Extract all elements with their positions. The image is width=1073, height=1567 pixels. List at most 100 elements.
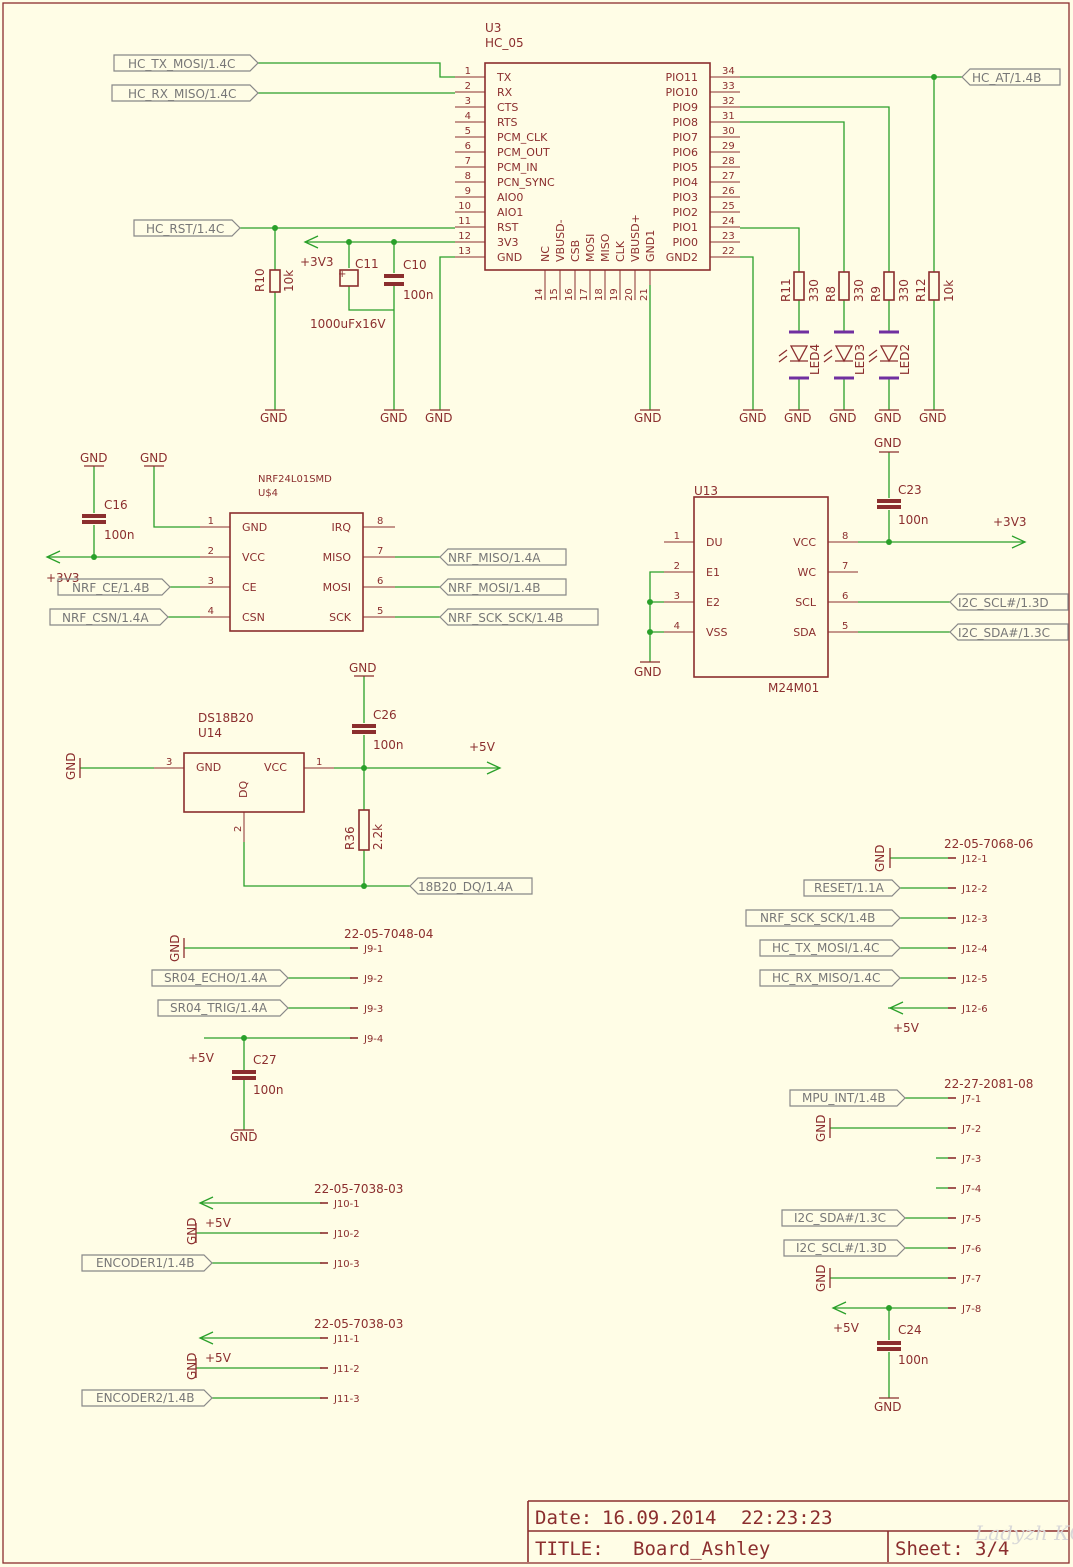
u3-pin-name-26: PIO3 [672, 191, 698, 204]
net-hc-rx-j12: HC_RX_MISO/1.4C [772, 971, 880, 985]
r36-ref: R36 [343, 826, 357, 850]
u3-pin-name-16: CSB [569, 240, 582, 262]
title-value: Board_Ashley [633, 1538, 770, 1560]
c24-value: 100n [898, 1353, 929, 1367]
u4-ref: U$4 [258, 488, 278, 499]
u3-pin-name-15: VBUSD- [554, 219, 567, 262]
net-i2c-sda-u13: I2C_SDA#/1.3C [958, 626, 1050, 640]
u3-pin-number-12: 12 [458, 231, 471, 242]
title-label: TITLE: [535, 1538, 604, 1560]
u4-pin-number-1: 1 [208, 516, 214, 527]
gnd-label-j10: GND [185, 1217, 199, 1245]
u3-pin-number-17: 17 [579, 288, 590, 301]
u3-pin-name-33: PIO10 [665, 86, 698, 99]
gnd-label-led4: GND [784, 411, 812, 425]
u13-pin-number-6: 6 [842, 591, 848, 602]
j10-pin-label-3: J10-3 [333, 1259, 360, 1270]
u14-pin-number-1: 1 [316, 757, 322, 768]
u3-pin-name-12: 3V3 [497, 236, 519, 249]
r8-ref: R8 [824, 286, 838, 302]
u3-pin-name-8: PCN_SYNC [497, 176, 555, 189]
u3-wires [240, 62, 962, 410]
j12-pin-label-3: J12-3 [961, 914, 988, 925]
u3-pin-number-9: 9 [465, 186, 471, 197]
gnd-label-r12: GND [919, 411, 947, 425]
connector-j12: 22-05-7068-06 GND +5V RESET/1.1A NRF_SCK… [745, 837, 1033, 1035]
j9-pin-label-2: J9-2 [363, 974, 383, 985]
date-label: Date: [535, 1507, 592, 1529]
u13-pin-number-8: 8 [842, 531, 848, 542]
j7-pin-label-4: J7-4 [961, 1184, 981, 1195]
net-hc-tx-j12: HC_TX_MOSI/1.4C [772, 941, 879, 955]
time-value: 22:23:23 [741, 1507, 833, 1529]
u4-pin-name-3: CE [242, 581, 257, 594]
u3-pin-number-32: 32 [722, 96, 735, 107]
gnd-label-u3-22: GND [739, 411, 767, 425]
j9-pin-label-1: J9-1 [363, 944, 383, 955]
c23-ref: C23 [898, 483, 922, 497]
gnd-u14-bars [79, 675, 374, 778]
net-hc-at: HC_AT/1.4B [972, 71, 1041, 85]
u3-pin-name-22: GND2 [666, 251, 698, 264]
net-encoder2: ENCODER2/1.4B [96, 1391, 195, 1405]
u3-pin-number-29: 29 [722, 141, 735, 152]
net-nrf-csn: NRF_CSN/1.4A [62, 611, 149, 625]
c23-value: 100n [898, 513, 929, 527]
u3-ref: U3 [485, 21, 501, 35]
u3-pin-name-14: NC [539, 246, 552, 262]
c16-ref: C16 [104, 498, 128, 512]
u14-value: DS18B20 [198, 711, 254, 725]
gnd-label-u3-21: GND [634, 411, 662, 425]
u3-pin-name-19: CLK [614, 240, 627, 262]
led3 [823, 330, 854, 380]
u4-body [229, 512, 364, 632]
u3-pin-number-13: 13 [458, 246, 471, 257]
u13-body [693, 496, 829, 678]
net-nrf-mosi: NRF_MOSI/1.4B [448, 581, 541, 595]
u4-pin-name-1: GND [242, 521, 267, 534]
u3-pin-number-1: 1 [465, 66, 471, 77]
u3-pin-name-31: PIO8 [672, 116, 698, 129]
u4-pin-number-8: 8 [377, 516, 383, 527]
u4-pin-number-6: 6 [377, 576, 383, 587]
c26-value: 100n [373, 738, 404, 752]
connector-j9: 22-05-7048-04 GND +5V C27 100n GND SR04_… [151, 927, 433, 1144]
r12 [928, 271, 940, 301]
u3-pin-name-23: PIO0 [672, 236, 698, 249]
connector-j10: 22-05-7038-03 GND +5V ENCODER1/1.4B J10-… [81, 1182, 403, 1272]
j10-pin-label-2: J10-2 [333, 1229, 360, 1240]
u4-value: NRF24L01SMD [258, 474, 332, 485]
u4-pin-number-2: 2 [208, 546, 214, 557]
j12-pin-label-4: J12-4 [961, 944, 988, 955]
j9-pins: J9-1J9-2J9-3J9-4 [350, 944, 383, 1045]
j7-pin-label-2: J7-2 [961, 1124, 981, 1135]
u13-pin-number-2: 2 [674, 561, 680, 572]
r10 [269, 269, 281, 293]
net-encoder1: ENCODER1/1.4B [96, 1256, 195, 1270]
u3-pin-number-10: 10 [458, 201, 471, 212]
r12-ref: R12 [914, 278, 928, 302]
gnd-u13-bars [640, 451, 899, 663]
u3-pin-name-9: AIO0 [497, 191, 523, 204]
u3-pin-name-1: TX [496, 71, 512, 84]
u13-ref: U13 [694, 484, 718, 498]
net-hc-rx: HC_RX_MISO/1.4C [128, 87, 236, 101]
u3-pin-number-15: 15 [549, 288, 560, 301]
r12-value: 10k [942, 280, 956, 302]
led4 [778, 330, 809, 380]
gnd-label-j11: GND [185, 1352, 199, 1380]
j7-pins: J7-1J7-2J7-3J7-4J7-5J7-6J7-7J7-8 [936, 1094, 981, 1315]
r11-value: 330 [807, 279, 821, 302]
u3-pin-number-23: 23 [722, 231, 735, 242]
u3-pin-name-24: PIO1 [672, 221, 698, 234]
u4-pin-name-8: IRQ [331, 521, 351, 534]
connector-j7: 22-27-2081-08 GND GND +5V C24 100n GND M… [781, 1077, 1033, 1414]
gnd-label-c10: GND [380, 411, 408, 425]
